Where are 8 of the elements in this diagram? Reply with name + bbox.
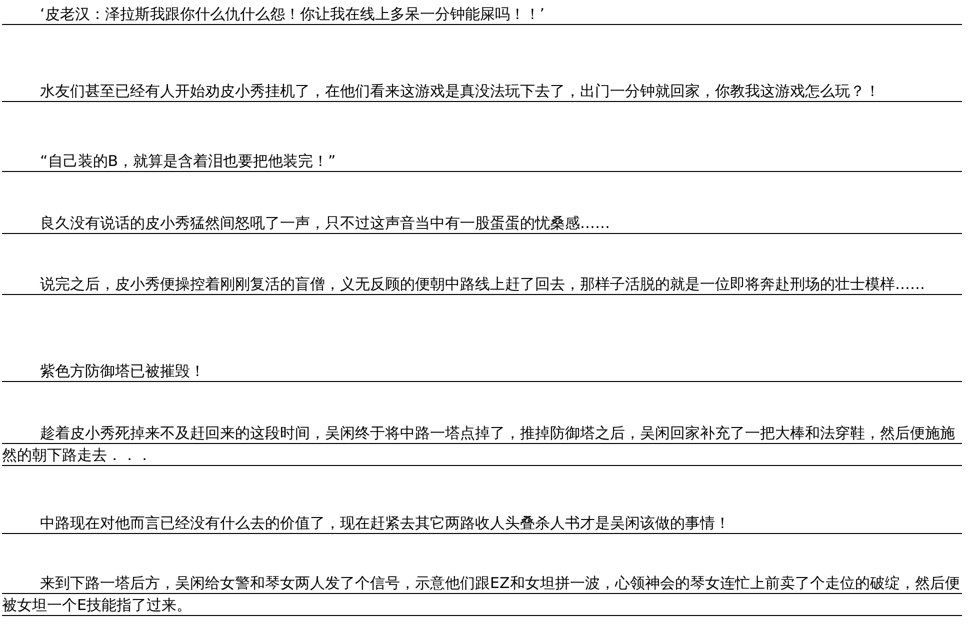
paragraph: 水友们甚至已经有人开始劝皮小秀挂机了，在他们看来这游戏是真没法玩下去了，出门一分钟就回家，你教我这游戏怎么玩？！	[2, 80, 962, 102]
paragraph: 趁着皮小秀死掉来不及赶回来的这段时间，吴闲终于将中路一塔点掉了，推掉防御塔之后，吴闲回家补充了一把大棒和法穿鞋，然后便施施然的朝下路走去．．．	[2, 422, 962, 466]
paragraph: 来到下路一塔后方，吴闲给女警和琴女两人发了个信号，示意他们跟EZ和女坦拼一波，心领神会的琴女连忙上前卖了个走位的破绽，然后便被女坦一个E技能指了过来。	[2, 572, 962, 616]
paragraph: 紫色方防御塔已被摧毁！	[2, 360, 962, 382]
paragraph: 良久没有说话的皮小秀猛然间怒吼了一声，只不过这声音当中有一股蛋蛋的忧桑感……	[2, 212, 962, 234]
paragraph: 中路现在对他而言已经没有什么去的价值了，现在赶紧去其它两路收人头叠杀人书才是吴闲该做的事情！	[2, 512, 962, 534]
paragraph: “自己装的B，就算是含着泪也要把他装完！”	[2, 150, 962, 172]
paragraph: 说完之后，皮小秀便操控着刚刚复活的盲僧，义无反顾的便朝中路线上赶了回去，那样子活脱的就是一位即将奔赴刑场的壮士模样……	[2, 273, 962, 295]
